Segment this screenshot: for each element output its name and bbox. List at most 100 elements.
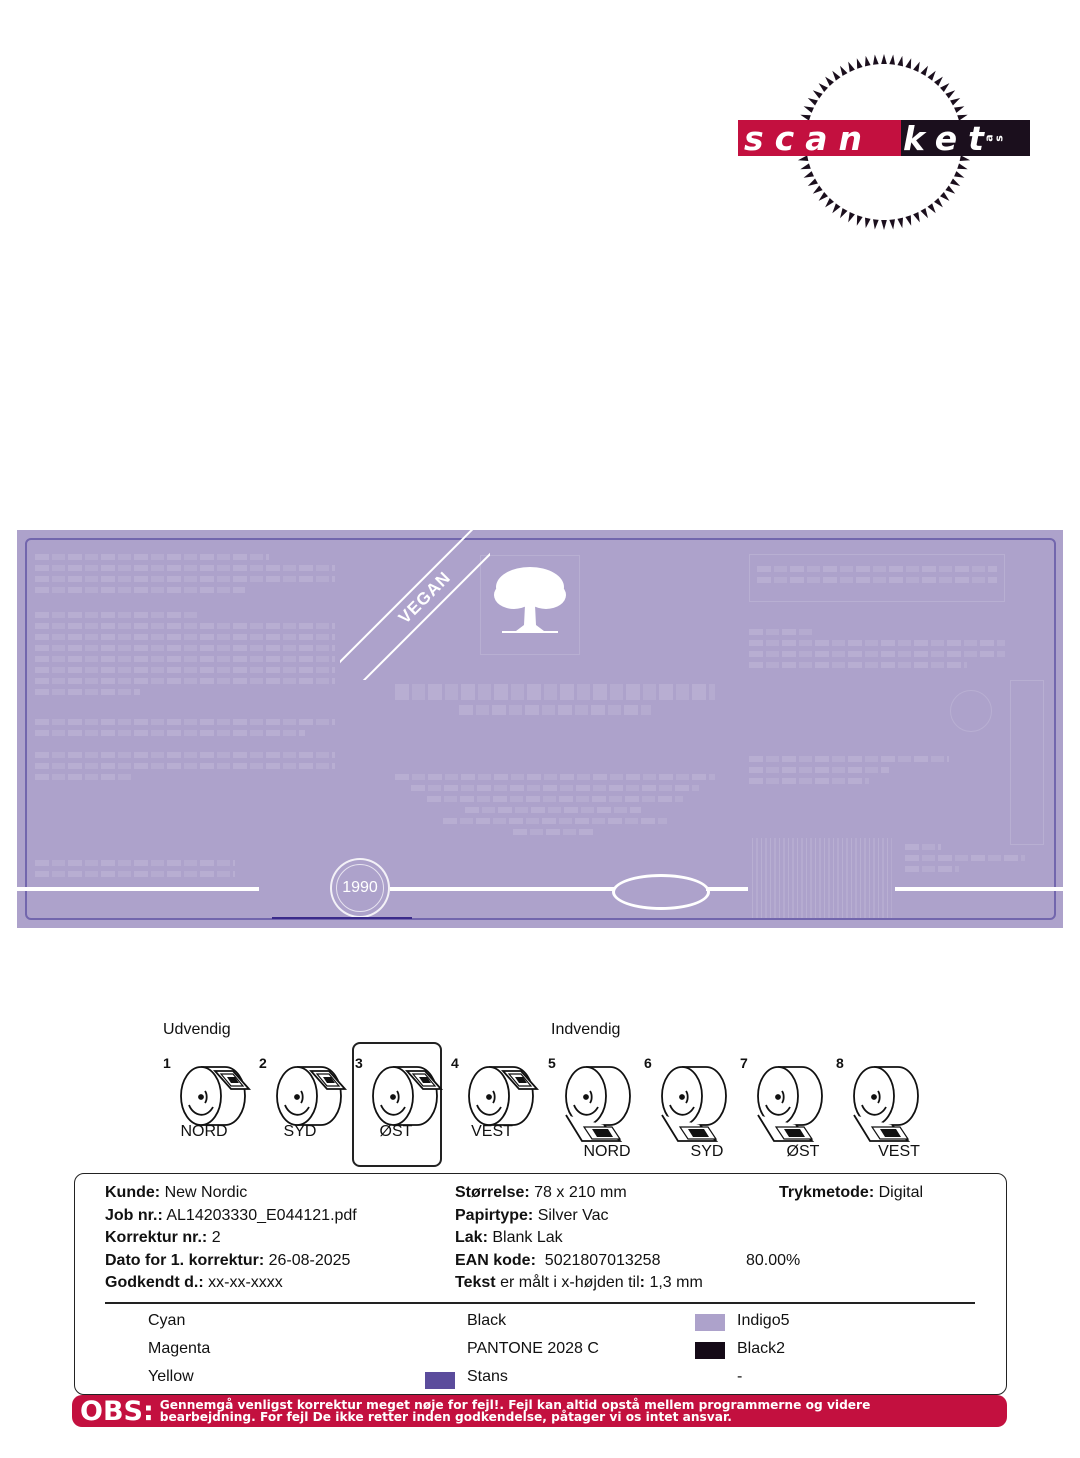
- ghost-text-block-3: [35, 748, 335, 788]
- dieline-accent: [272, 917, 412, 919]
- obs-line-1: Gennemgå venligst korrektur meget nøje f…: [159, 1398, 871, 1412]
- stans-swatch: [425, 1372, 455, 1389]
- indigo5-swatch: [695, 1314, 725, 1331]
- ghost-text-block-1: [35, 550, 335, 620]
- field-label: Godkendt d.:: [105, 1274, 204, 1291]
- roll-inside-icon: [661, 1066, 727, 1142]
- color-black: Black: [467, 1312, 507, 1329]
- roll-option-4[interactable]: 4 VEST: [451, 1055, 541, 1165]
- roll-direction: ØST: [786, 1143, 820, 1160]
- field-label: EAN kode:: [455, 1251, 536, 1269]
- field-label: Lak:: [455, 1229, 488, 1246]
- roll-number: 1: [163, 1055, 171, 1071]
- color-stans: Stans: [467, 1368, 508, 1385]
- vertical-text-frame: [1010, 680, 1044, 845]
- field-text: er målt i x-højden til: [500, 1274, 640, 1291]
- ghost-product-description: [395, 770, 715, 870]
- roll-option-5[interactable]: 5 NORD: [548, 1055, 638, 1165]
- white-rule-center: [390, 887, 615, 891]
- field-value: Blank Lak: [492, 1229, 563, 1246]
- field-label: Tekst: [455, 1274, 496, 1291]
- logo-red-part: scan: [738, 120, 901, 156]
- ghost-text-block-4: [35, 856, 235, 882]
- info-divider: [105, 1302, 975, 1304]
- established-seal: 1990: [330, 858, 390, 918]
- roll-outside-icon: [468, 1066, 538, 1126]
- obs-line-2: bearbejdning. For fejl De ikke retter in…: [159, 1410, 732, 1424]
- color-magenta: Magenta: [148, 1340, 211, 1357]
- roll-option-7[interactable]: 7 ØST: [740, 1055, 830, 1165]
- nutrition-table-frame: [749, 554, 1005, 602]
- ghost-nutrition-table: [757, 562, 997, 602]
- roll-inside-icon: [757, 1066, 823, 1142]
- ghost-icons-row: [35, 715, 335, 737]
- field-label: Papirtype:: [455, 1206, 534, 1224]
- roll-inside-icon: [853, 1066, 919, 1142]
- field-trykmetode: Trykmetode: Digital: [779, 1182, 979, 1205]
- obs-warning-banner: OBS: Gennemgå venligst korrektur meget n…: [72, 1395, 1007, 1427]
- field-tekst: Tekst er målt i x-højden til: 1,3 mm: [455, 1272, 775, 1295]
- obs-text: Gennemgå venligst korrektur meget nøje f…: [160, 1399, 871, 1423]
- roll-direction: ØST: [379, 1123, 413, 1140]
- field-label: Dato for 1. korrektur:: [105, 1251, 265, 1269]
- roll-number: 6: [644, 1055, 652, 1071]
- vegan-stripe: VEGAN: [340, 530, 490, 680]
- roll-direction: SYD: [690, 1143, 724, 1160]
- seal-year: 1990: [342, 879, 378, 896]
- roll-option-2[interactable]: 2 SYD: [259, 1055, 349, 1165]
- field-label: Trykmetode:: [779, 1184, 875, 1201]
- selected-roll-frame: [352, 1042, 442, 1167]
- color-yellow: Yellow: [148, 1368, 194, 1385]
- logo-frame: [480, 555, 580, 655]
- logo-word-right: ket: [903, 118, 995, 158]
- color-indigo5: Indigo5: [737, 1312, 790, 1329]
- vegan-text: VEGAN: [394, 567, 455, 628]
- black2-swatch: [695, 1342, 725, 1359]
- roll-number: 4: [451, 1055, 459, 1071]
- inside-wind-label: Indvendig: [551, 1021, 621, 1038]
- ghost-product-title: [395, 680, 715, 720]
- obs-title: OBS:: [80, 1395, 154, 1427]
- scanket-logo: scan ket a s: [736, 52, 1032, 232]
- roll-inside-icon: [565, 1066, 631, 1142]
- field-godkendt: Godkendt d.: xx-xx-xxxx: [105, 1272, 445, 1295]
- dieline-border: [25, 538, 1056, 920]
- roll-option-3[interactable]: 3 ØST: [355, 1055, 445, 1165]
- color-empty: -: [737, 1368, 743, 1385]
- oval-emblem: [612, 874, 710, 910]
- roll-direction: NORD: [180, 1123, 228, 1140]
- roll-number: 7: [740, 1055, 748, 1071]
- ean-barcode: [752, 838, 892, 918]
- info-column-right: Trykmetode: Digital: [779, 1182, 979, 1205]
- field-value: xx-xx-xxxx: [208, 1274, 283, 1291]
- info-column-middle: Størrelse: 78 x 210 mm Papirtype: Silver…: [455, 1182, 800, 1295]
- ghost-text-block-5: [749, 625, 1005, 685]
- ghost-address-block: [749, 752, 949, 802]
- field-label: Job nr.:: [105, 1206, 163, 1224]
- ghost-text-block-2: [35, 608, 335, 718]
- color-pantone: PANTONE 2028 C: [467, 1340, 599, 1357]
- field-value: Digital: [878, 1184, 924, 1201]
- field-stoerrelse: Størrelse: 78 x 210 mm: [455, 1182, 775, 1205]
- roll-option-6[interactable]: 6 SYD: [644, 1055, 734, 1165]
- outside-wind-label: Udvendig: [163, 1021, 231, 1038]
- roll-number: 2: [259, 1055, 267, 1071]
- roll-option-8[interactable]: 8 VEST: [836, 1055, 926, 1165]
- roll-outside-icon: [276, 1066, 346, 1126]
- field-value: New Nordic: [164, 1184, 248, 1201]
- field-papirtype: Papirtype: Silver Vac: [455, 1205, 775, 1228]
- color-black2: Black2: [737, 1340, 786, 1357]
- field-colon: :: [639, 1274, 645, 1291]
- roll-direction: VEST: [471, 1123, 513, 1140]
- field-label: Størrelse:: [455, 1184, 530, 1201]
- roll-outside-icon: [180, 1066, 250, 1126]
- roll-number: 8: [836, 1055, 844, 1071]
- seal-inner: 1990: [336, 864, 384, 912]
- logo-suffix-s: s: [992, 135, 1006, 142]
- recycle-mark: [950, 690, 992, 732]
- field-value: 5021807013258: [544, 1251, 661, 1269]
- ghost-batch-block: [905, 840, 1025, 876]
- roll-direction: SYD: [283, 1123, 317, 1140]
- roll-option-1[interactable]: 1 NORD: [163, 1055, 253, 1165]
